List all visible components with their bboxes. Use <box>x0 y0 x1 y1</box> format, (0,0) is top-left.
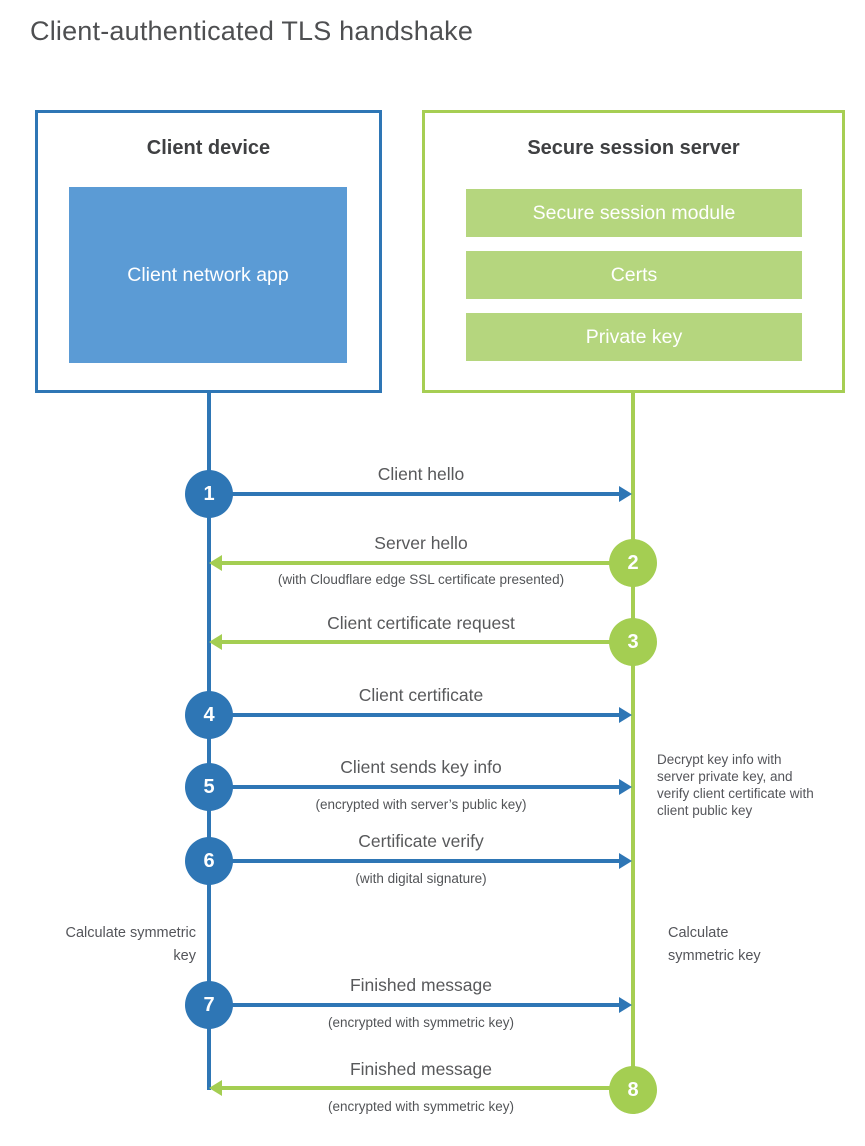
calculate-symmetric-key-right: Calculate symmetric key <box>668 925 761 964</box>
server-module-secure-session-module: Secure session module <box>466 189 802 237</box>
step-4-label: Client certificate <box>358 685 484 705</box>
step-8-arrow <box>209 1080 633 1096</box>
step-7-badge: 7 <box>185 981 233 1029</box>
client-device-title: Client device <box>146 137 271 159</box>
arrowhead-left-icon <box>209 634 222 650</box>
decrypt-note: Decrypt key info with server private key… <box>657 752 814 818</box>
step-2-label: Server hello <box>374 533 468 553</box>
step-6-subtext: (with digital signature) <box>355 871 487 886</box>
step-5-subtext: (encrypted with server’s public key) <box>315 797 527 812</box>
step-8-subtext: (encrypted with symmetric key) <box>327 1099 515 1114</box>
step-1-label: Client hello <box>377 464 465 484</box>
server-lifeline <box>631 393 635 1090</box>
page-title: Client-authenticated TLS handshake <box>30 16 474 46</box>
step-3-arrow <box>209 634 633 650</box>
client-lifeline <box>207 393 211 1090</box>
step-2-arrow <box>209 555 633 571</box>
server-module-certs: Certs <box>466 251 802 299</box>
server-box-title: Secure session server <box>527 137 740 159</box>
step-7-subtext: (encrypted with symmetric key) <box>327 1015 515 1030</box>
arrowhead-right-icon <box>619 853 632 869</box>
step-3-badge: 3 <box>609 618 657 666</box>
step-7-label: Finished message <box>349 975 493 995</box>
step-4-badge: 4 <box>185 691 233 739</box>
step-7-arrow <box>209 997 632 1013</box>
step-4-arrow <box>209 707 632 723</box>
arrowhead-right-icon <box>619 486 632 502</box>
step-6-arrow <box>209 853 632 869</box>
step-3-label: Client certificate request <box>327 613 515 633</box>
step-1-arrow <box>209 486 632 502</box>
step-5-label: Client sends key info <box>340 757 502 777</box>
step-6-label: Certificate verify <box>358 831 484 851</box>
arrowhead-left-icon <box>209 1080 222 1096</box>
step-1-badge: 1 <box>185 470 233 518</box>
arrowhead-right-icon <box>619 707 632 723</box>
client-network-app-box: Client network app <box>69 187 347 363</box>
step-2-badge: 2 <box>609 539 657 587</box>
calculate-symmetric-key-left: Calculate symmetric key <box>65 925 196 964</box>
server-module-private-key: Private key <box>466 313 802 361</box>
step-8-badge: 8 <box>609 1066 657 1114</box>
arrowhead-right-icon <box>619 997 632 1013</box>
step-6-badge: 6 <box>185 837 233 885</box>
arrowhead-right-icon <box>619 779 632 795</box>
step-5-badge: 5 <box>185 763 233 811</box>
step-2-subtext: (with Cloudflare edge SSL certificate pr… <box>277 572 565 587</box>
step-5-arrow <box>209 779 632 795</box>
step-8-label: Finished message <box>349 1059 493 1079</box>
arrowhead-left-icon <box>209 555 222 571</box>
client-network-app-label: Client network app <box>127 264 289 286</box>
